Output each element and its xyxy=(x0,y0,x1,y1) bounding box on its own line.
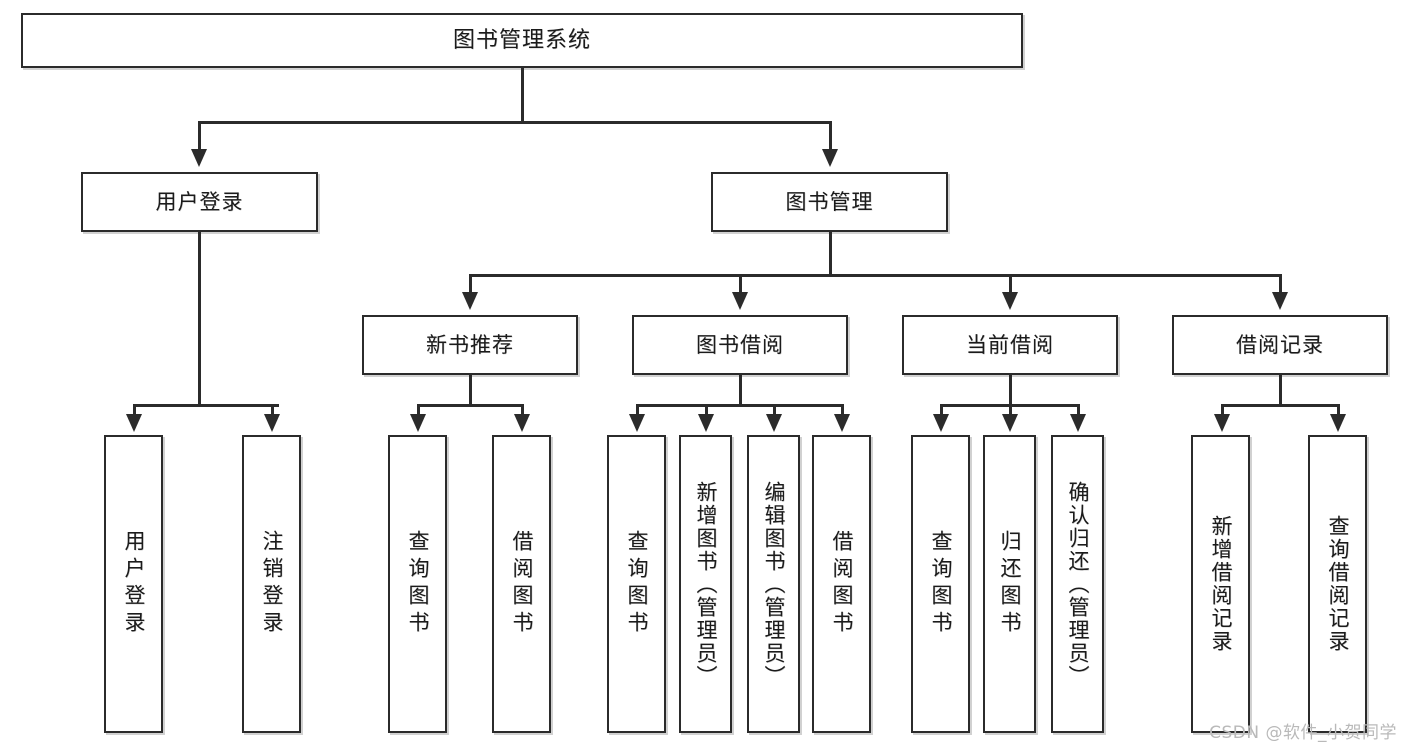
leaf-query-book-borrow[interactable]: 查询图书 xyxy=(607,435,666,733)
arrow-to-book-borrow xyxy=(732,292,748,310)
leaf-label: 归还图书 xyxy=(998,530,1022,638)
leaf-query-book-current[interactable]: 查询图书 xyxy=(911,435,970,733)
connector-lvl3-drop-1 xyxy=(469,274,472,304)
node-borrow-record[interactable]: 借阅记录 xyxy=(1172,315,1388,375)
node-current-borrow[interactable]: 当前借阅 xyxy=(902,315,1118,375)
leaf-label: 用户登录 xyxy=(122,530,146,638)
arrow-to-borrow-record xyxy=(1272,292,1288,310)
leaf-edit-book-admin[interactable]: 编辑图书（管理员） xyxy=(747,435,800,733)
connector-bookborrow-stem xyxy=(739,375,742,406)
leaf-label: 查询图书 xyxy=(929,530,953,638)
node-label: 图书管理系统 xyxy=(452,27,591,53)
arrow-to-leaf-return-book xyxy=(1002,414,1018,432)
connector-newbook-stem xyxy=(469,375,472,406)
connector-newbook-drop-1 xyxy=(417,404,420,416)
arrow-to-user-login xyxy=(191,149,207,167)
arrow-to-leaf-borrow-book-1 xyxy=(514,414,530,432)
arrow-to-leaf-edit-book xyxy=(766,414,782,432)
connector-currentborrow-drop-1 xyxy=(940,404,943,416)
connector-bookborrow-drop-4 xyxy=(841,404,844,416)
leaf-label: 查询借阅记录 xyxy=(1326,515,1350,653)
node-book-manage[interactable]: 图书管理 xyxy=(711,172,948,232)
arrow-to-leaf-confirm-return xyxy=(1070,414,1086,432)
connector-root-drop-2 xyxy=(829,121,832,151)
arrow-to-leaf-borrow-book-2 xyxy=(834,414,850,432)
connector-root-stem xyxy=(521,67,524,122)
leaf-confirm-return-admin[interactable]: 确认归还（管理员） xyxy=(1051,435,1104,733)
arrow-to-leaf-add-record xyxy=(1214,414,1230,432)
connector-currentborrow-drop-3 xyxy=(1077,404,1080,416)
leaf-borrow-book-newbook[interactable]: 借阅图书 xyxy=(492,435,551,733)
node-label: 图书借阅 xyxy=(696,332,784,357)
leaf-query-borrow-record[interactable]: 查询借阅记录 xyxy=(1308,435,1367,733)
connector-bookmanage-stem xyxy=(829,232,832,276)
arrow-to-leaf-add-book xyxy=(698,414,714,432)
arrow-to-leaf-user-login xyxy=(126,414,142,432)
leaf-logout[interactable]: 注销登录 xyxy=(242,435,301,733)
connector-lvl3-drop-3 xyxy=(1009,274,1012,304)
leaf-add-borrow-record[interactable]: 新增借阅记录 xyxy=(1191,435,1250,733)
connector-currentborrow-stem xyxy=(1009,375,1012,406)
arrow-to-leaf-query-book-2 xyxy=(629,414,645,432)
arrow-to-leaf-query-book-3 xyxy=(933,414,949,432)
connector-userlogin-stem xyxy=(198,232,201,406)
leaf-label: 注销登录 xyxy=(260,530,284,638)
node-label: 借阅记录 xyxy=(1236,332,1324,357)
connector-userlogin-drop-1 xyxy=(133,404,136,416)
arrow-to-leaf-logout xyxy=(264,414,280,432)
arrow-to-new-book xyxy=(462,292,478,310)
leaf-label: 编辑图书（管理员） xyxy=(762,480,786,688)
csdn-watermark: CSDN @软件_小贺同学 xyxy=(1209,723,1397,743)
connector-lvl3-drop-4 xyxy=(1279,274,1282,304)
leaf-label: 查询图书 xyxy=(406,530,430,638)
leaf-label: 确认归还（管理员） xyxy=(1066,480,1090,688)
node-label: 当前借阅 xyxy=(966,332,1054,357)
node-label: 新书推荐 xyxy=(426,332,514,357)
connector-bookborrow-drop-1 xyxy=(636,404,639,416)
connector-bookmanage-bus xyxy=(470,274,1280,277)
leaf-return-book[interactable]: 归还图书 xyxy=(983,435,1036,733)
connector-root-bus xyxy=(199,121,832,124)
leaf-borrow-book-borrow[interactable]: 借阅图书 xyxy=(812,435,871,733)
connector-newbook-bus xyxy=(418,404,522,407)
node-book-borrow[interactable]: 图书借阅 xyxy=(632,315,848,375)
connector-lvl3-drop-2 xyxy=(739,274,742,304)
node-label: 用户登录 xyxy=(155,189,244,214)
leaf-label: 借阅图书 xyxy=(830,530,854,638)
connector-root-drop-1 xyxy=(198,121,201,151)
connector-borrowrecord-drop-1 xyxy=(1221,404,1224,416)
arrow-to-leaf-query-book-1 xyxy=(410,414,426,432)
leaf-label: 查询图书 xyxy=(625,530,649,638)
connector-currentborrow-drop-2 xyxy=(1009,404,1012,416)
leaf-add-book-admin[interactable]: 新增图书（管理员） xyxy=(679,435,732,733)
node-new-book-recommend[interactable]: 新书推荐 xyxy=(362,315,578,375)
leaf-label: 新增图书（管理员） xyxy=(694,480,718,688)
connector-bookborrow-drop-3 xyxy=(773,404,776,416)
connector-borrowrecord-stem xyxy=(1279,375,1282,406)
leaf-query-book-newbook[interactable]: 查询图书 xyxy=(388,435,447,733)
node-root-system[interactable]: 图书管理系统 xyxy=(21,13,1023,68)
leaf-user-login[interactable]: 用户登录 xyxy=(104,435,163,733)
connector-bookborrow-drop-2 xyxy=(705,404,708,416)
connector-bookborrow-bus xyxy=(637,404,843,407)
leaf-label: 借阅图书 xyxy=(510,530,534,638)
node-user-login[interactable]: 用户登录 xyxy=(81,172,318,232)
node-label: 图书管理 xyxy=(785,189,874,214)
connector-borrowrecord-bus xyxy=(1222,404,1338,407)
arrow-to-leaf-query-record xyxy=(1330,414,1346,432)
arrow-to-book-manage xyxy=(822,149,838,167)
connector-newbook-drop-2 xyxy=(521,404,524,416)
connector-userlogin-drop-2 xyxy=(271,404,274,416)
leaf-label: 新增借阅记录 xyxy=(1209,515,1233,653)
connector-borrowrecord-drop-2 xyxy=(1337,404,1340,416)
arrow-to-current-borrow xyxy=(1002,292,1018,310)
connector-userlogin-bus xyxy=(134,404,279,407)
